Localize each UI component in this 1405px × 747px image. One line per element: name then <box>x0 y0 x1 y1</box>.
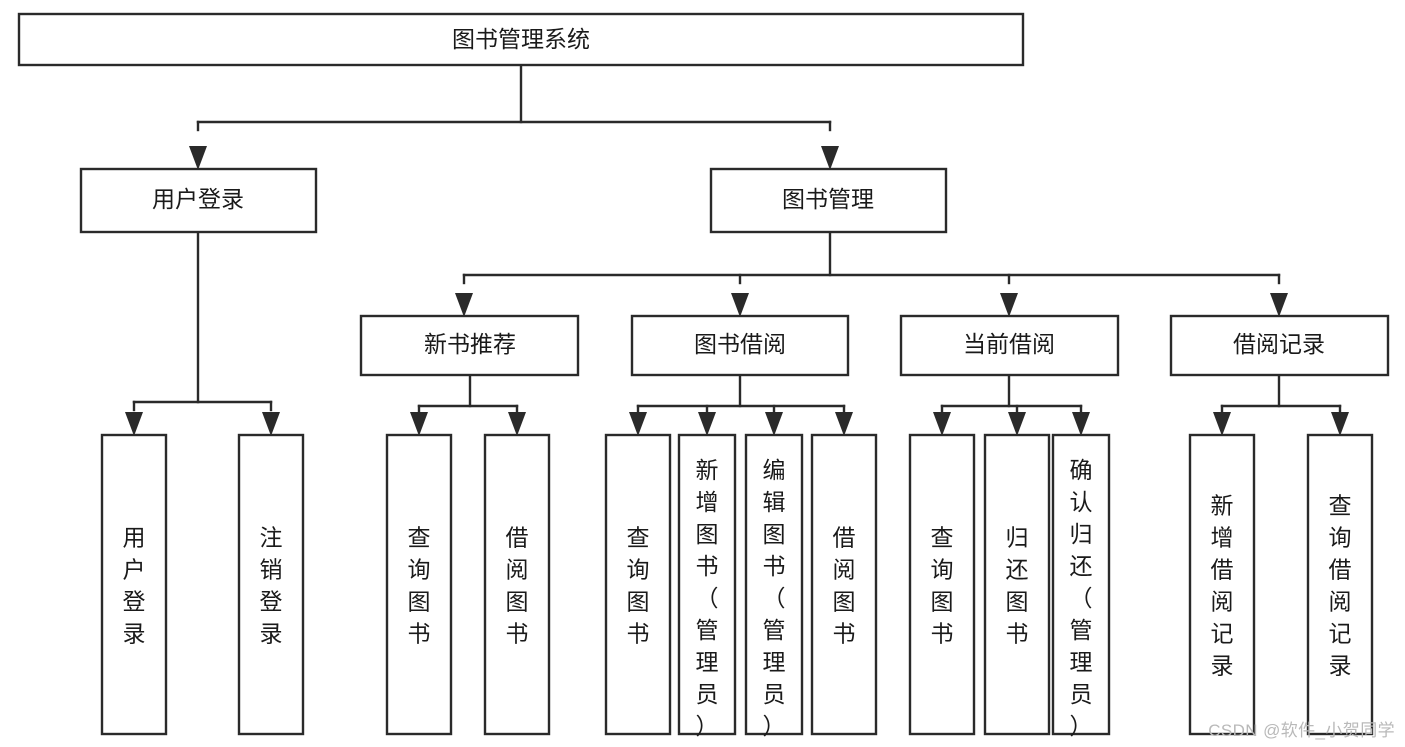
arrow-icon <box>765 412 783 436</box>
connectors-book-mgmt-to-level3 <box>455 230 1288 317</box>
node-box <box>385 433 453 736</box>
node-box <box>677 433 737 736</box>
arrow-icon <box>629 412 647 436</box>
arrow-icon <box>1072 412 1090 436</box>
node-label: 查询图书 <box>931 524 954 646</box>
node-label: 用户登录 <box>152 186 244 212</box>
node-leaf-return-book[interactable] <box>983 433 1051 736</box>
node-label: 借阅图书 <box>833 524 856 646</box>
node-label: 确认归还（管理员） <box>1070 457 1093 739</box>
node-label: 注销登录 <box>260 524 283 646</box>
node-root-system[interactable]: 图书管理系统 <box>17 12 1025 67</box>
node-leaf-logout[interactable] <box>237 433 305 736</box>
node-label: 编辑图书（管理员） <box>763 457 786 739</box>
node-box <box>79 167 318 234</box>
node-box <box>359 314 580 377</box>
node-leaf-query-book-1[interactable] <box>385 433 453 736</box>
arrow-icon <box>508 412 526 436</box>
node-book-management[interactable]: 图书管理 <box>709 167 948 234</box>
node-leaf-query-book-3[interactable] <box>908 433 976 736</box>
arrow-icon <box>1331 412 1349 436</box>
node-label: 用户登录 <box>123 524 146 646</box>
node-current-borrow[interactable]: 当前借阅 <box>899 314 1120 377</box>
node-new-book-recommend[interactable]: 新书推荐 <box>359 314 580 377</box>
node-label: 借阅图书 <box>506 524 529 646</box>
node-box <box>1051 433 1111 736</box>
arrow-icon <box>125 412 143 436</box>
arrow-icon <box>455 293 473 317</box>
node-box <box>908 433 976 736</box>
node-label: 查询图书 <box>627 524 650 646</box>
node-leaf-edit-book-admin[interactable] <box>744 433 804 736</box>
node-leaf-add-book-admin[interactable] <box>677 433 737 736</box>
node-box <box>709 167 948 234</box>
node-label: 新增借阅记录 <box>1211 492 1234 678</box>
arrow-icon <box>1008 412 1026 436</box>
arrow-icon <box>835 412 853 436</box>
node-box <box>483 433 551 736</box>
arrow-icon <box>1270 293 1288 317</box>
arrow-icon <box>698 412 716 436</box>
arrow-icon <box>1000 293 1018 317</box>
node-leaf-borrow-book-1[interactable] <box>483 433 551 736</box>
node-leaf-query-borrow-record[interactable] <box>1306 433 1374 736</box>
node-label: 新书推荐 <box>424 331 516 357</box>
arrow-icon <box>1213 412 1231 436</box>
arrow-icon <box>933 412 951 436</box>
node-box <box>899 314 1120 377</box>
node-box <box>604 433 672 736</box>
arrow-icon <box>189 146 207 170</box>
node-label: 归还图书 <box>1006 524 1029 646</box>
node-box <box>744 433 804 736</box>
node-label: 图书管理系统 <box>452 26 590 52</box>
node-box <box>1188 433 1256 736</box>
connectors-new-book-to-leaves <box>410 373 526 436</box>
node-label: 图书管理 <box>782 186 874 212</box>
node-user-login[interactable]: 用户登录 <box>79 167 318 234</box>
node-label: 图书借阅 <box>694 331 786 357</box>
connectors-borrow-record-to-leaves <box>1213 373 1349 436</box>
node-box <box>983 433 1051 736</box>
arrow-icon <box>410 412 428 436</box>
node-leaf-user-login[interactable] <box>100 433 168 736</box>
connectors-current-borrow-to-leaves <box>933 373 1090 436</box>
node-leaf-query-book-2[interactable] <box>604 433 672 736</box>
node-label: 查询借阅记录 <box>1329 492 1352 678</box>
node-label: 借阅记录 <box>1233 331 1325 357</box>
node-borrow-record[interactable]: 借阅记录 <box>1169 314 1390 377</box>
node-leaf-borrow-book-2[interactable] <box>810 433 878 736</box>
arrow-icon <box>262 412 280 436</box>
node-box <box>100 433 168 736</box>
node-box <box>810 433 878 736</box>
node-box <box>630 314 850 377</box>
connectors-root-to-level2 <box>189 63 839 170</box>
node-leaf-confirm-return-admin[interactable] <box>1051 433 1111 736</box>
node-label: 新增图书（管理员） <box>696 457 719 739</box>
connectors-borrow-to-leaves <box>629 373 853 436</box>
node-label: 查询图书 <box>408 524 431 646</box>
csdn-watermark: CSDN @软件_小贺同学 <box>1208 721 1395 740</box>
node-box <box>1306 433 1374 736</box>
connectors-user-login-to-leaves <box>125 230 280 436</box>
leaf-labels-group: 用户登录 注销登录 查询图书 借阅图书 查询图书 新增图书（管理员） 编辑图书（管理员） 借阅… <box>123 457 1352 739</box>
node-book-borrow[interactable]: 图书借阅 <box>630 314 850 377</box>
arrow-icon <box>821 146 839 170</box>
node-box <box>237 433 305 736</box>
node-leaf-add-borrow-record[interactable] <box>1188 433 1256 736</box>
node-label: 当前借阅 <box>963 331 1055 357</box>
node-box <box>17 12 1025 67</box>
arrow-icon <box>731 293 749 317</box>
node-box <box>1169 314 1390 377</box>
